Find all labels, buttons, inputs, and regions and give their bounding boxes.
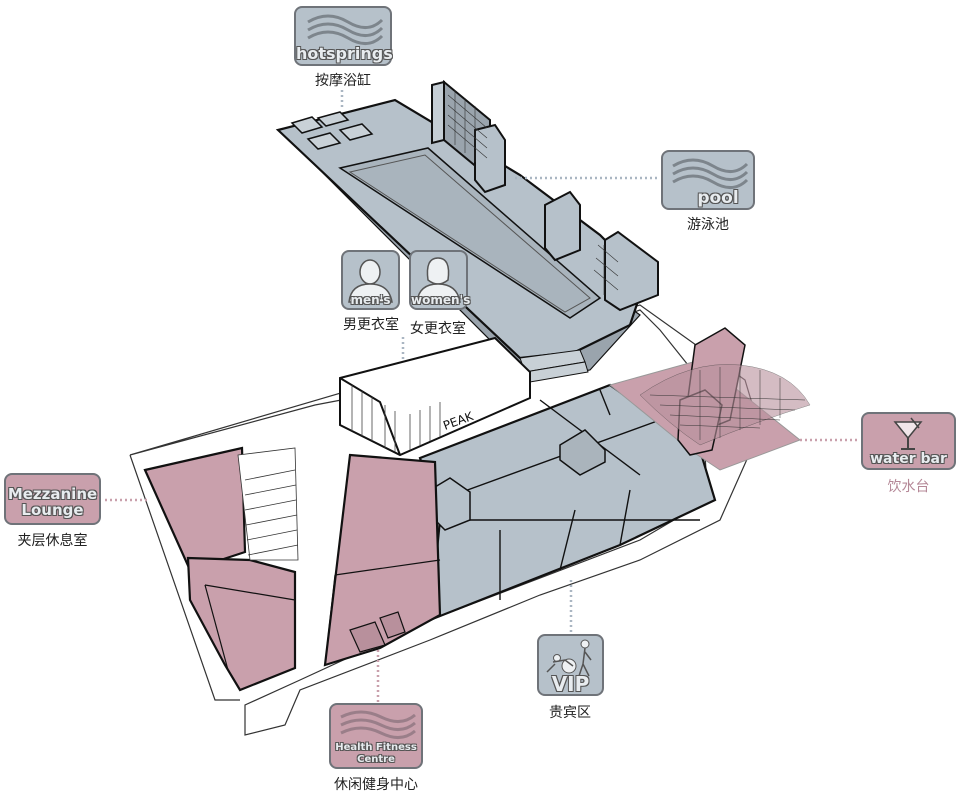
connector-lines-pink [105, 438, 860, 702]
vip-label: VIP [551, 672, 590, 696]
health-label-line1: Health Fitness [335, 742, 417, 753]
mezzanine-caption: 夹层休息室 [17, 533, 88, 549]
health-fitness-zone [323, 453, 442, 667]
grille-pattern [447, 90, 619, 295]
health-fitness-lines [324, 559, 441, 666]
pool-label: pool [697, 188, 739, 208]
vip-badge: VIP [537, 634, 604, 696]
health-fitness-badge: Health Fitness Centre [329, 703, 423, 769]
water-bar-label: water bar [870, 451, 947, 467]
pool-basin-inner [348, 154, 591, 313]
mezzanine-label-line1: Mezzanine [7, 485, 98, 503]
womens-badge: women's [409, 250, 471, 310]
mezzanine-zone-upper [143, 446, 247, 572]
mezzanine-zone-lower [186, 556, 297, 692]
site-outline-left [129, 454, 240, 701]
pool-badge: pool [661, 150, 755, 210]
waves-icon [340, 710, 416, 739]
fitness-figures-icon [546, 639, 592, 677]
pool-pillars [431, 79, 659, 312]
vip-caption: 贵宾区 [549, 705, 591, 721]
waves-icon [307, 14, 384, 45]
cocktail-glass-icon [893, 417, 923, 450]
mezzanine-lounge-badge: Mezzanine Lounge [4, 473, 101, 525]
mens-label: men's [350, 293, 391, 307]
woman-silhouette-icon [416, 257, 461, 303]
water-bar-badge: water bar [861, 412, 956, 470]
changing-room-block [339, 336, 531, 457]
mens-badge: men's [341, 250, 400, 310]
pool-caption: 游泳池 [687, 217, 729, 233]
health-label-line2: Centre [357, 754, 395, 765]
health-fitness-caption: 休闲健身中心 [334, 777, 418, 793]
pool-basin [338, 147, 602, 319]
vip-structure-lines [439, 389, 700, 600]
womens-label: women's [411, 293, 471, 307]
hotsprings-label: hotsprings [296, 44, 393, 63]
water-bar-mesh [639, 364, 811, 446]
stair-zone [237, 447, 299, 561]
hot-tubs [290, 111, 374, 150]
connector-lines [340, 90, 660, 632]
womens-caption: 女更衣室 [410, 321, 466, 337]
water-bar-caption: 饮水台 [887, 479, 930, 495]
mens-caption: 男更衣室 [343, 317, 399, 333]
hotsprings-badge: hotsprings [294, 6, 393, 66]
waves-icon [672, 158, 749, 189]
vip-box [559, 429, 606, 476]
mezzanine-label-line2: Lounge [21, 501, 84, 519]
man-silhouette-icon [348, 259, 393, 303]
hotsprings-caption: 按摩浴缸 [315, 73, 371, 89]
mezzanine-edge-lines [204, 584, 296, 671]
changing-room-fins [351, 385, 441, 452]
site-outline [129, 304, 761, 736]
